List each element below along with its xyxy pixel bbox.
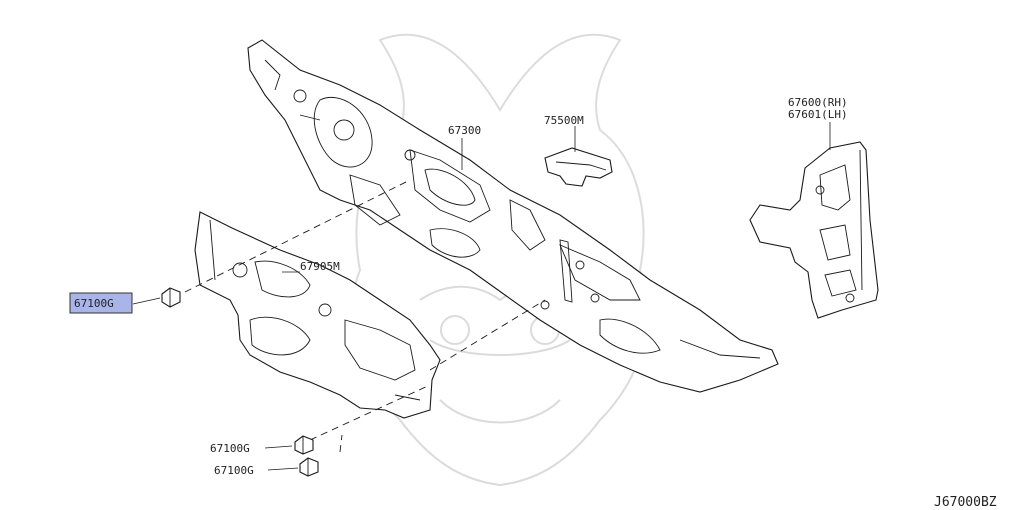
insulator-67905m <box>194 211 441 419</box>
bracket-75500m <box>544 147 613 187</box>
dash-panel-67300 <box>247 39 779 393</box>
clip-67100g-lower-2 <box>299 457 319 477</box>
label-67905m[interactable]: 67905M <box>300 260 340 273</box>
label-67100g-lower-1[interactable]: 67100G <box>210 442 250 455</box>
side-panel-67600-67601 <box>749 141 879 319</box>
clip-67100g-lower-1 <box>294 435 314 455</box>
label-67100g-highlighted[interactable]: 67100G <box>74 297 114 310</box>
assembly-lines <box>184 179 546 453</box>
label-67601-lh[interactable]: 67601(LH) <box>788 108 848 121</box>
leader-lines <box>132 122 831 471</box>
label-67600-rh[interactable]: 67600(RH) <box>788 96 848 109</box>
label-67100g-lower-2[interactable]: 67100G <box>214 464 254 477</box>
clip-67100g-upper <box>161 287 181 308</box>
highlight-box[interactable] <box>69 292 133 314</box>
diagram-code: J67000BZ <box>934 495 997 510</box>
label-75500m[interactable]: 75500M <box>544 114 584 127</box>
label-67300[interactable]: 67300 <box>448 124 481 137</box>
